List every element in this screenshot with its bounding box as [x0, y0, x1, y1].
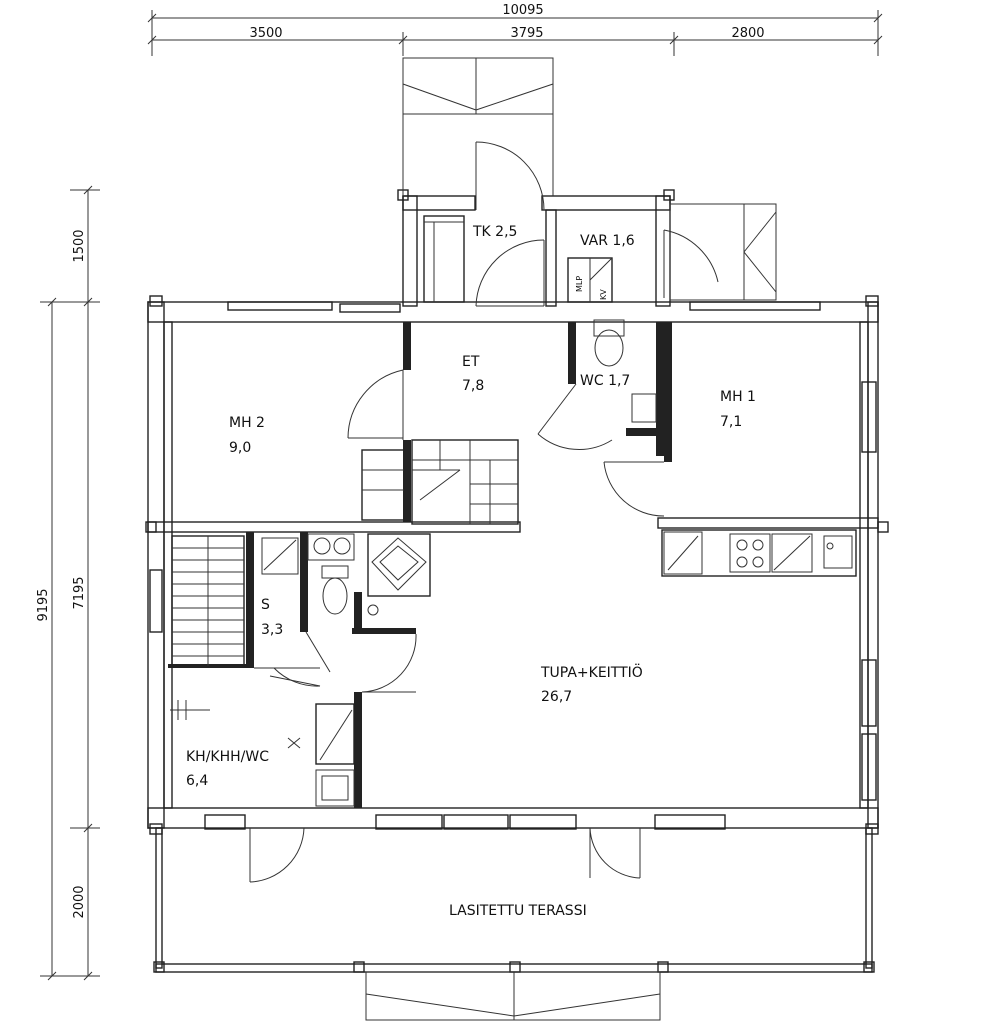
north-canopy — [402, 57, 554, 196]
kh-fixtures — [170, 700, 355, 807]
room-mh1-area: 7,1 — [720, 414, 742, 430]
staircase-lower — [171, 535, 245, 667]
top-wall-windows — [227, 301, 821, 313]
room-et-area: 7,8 — [462, 378, 484, 394]
bottom-wall-windows — [204, 814, 726, 830]
dim-top-total: 10095 — [502, 3, 543, 18]
dim-left-total: 9195 — [36, 588, 51, 621]
dim-left-top: 1500 — [72, 229, 87, 262]
room-wc-label: WC 1,7 — [580, 373, 630, 389]
room-labels: TK 2,5 VAR 1,6 ET 7,8 WC 1,7 MH 2 9,0 MH… — [186, 224, 756, 919]
annex-walls — [397, 189, 675, 307]
doors — [249, 141, 719, 883]
kv-label: KV — [599, 289, 608, 300]
dim-top-seg-1: 3500 — [249, 26, 282, 41]
wc-toilet — [593, 319, 657, 423]
side-wall-windows — [149, 381, 877, 801]
room-var-label: VAR 1,6 — [580, 233, 635, 249]
annex-appliances — [567, 257, 613, 303]
left-dimension-lines — [40, 185, 100, 981]
dim-top-seg-3: 2800 — [731, 26, 764, 41]
room-s-name: S — [261, 597, 270, 613]
dim-left-bottom: 2000 — [72, 885, 87, 918]
terrace-label: LASITETTU TERASSI — [449, 903, 587, 919]
east-canopy — [669, 203, 777, 301]
room-s-area: 3,3 — [261, 622, 283, 638]
room-tupa-area: 26,7 — [541, 689, 572, 705]
room-et-name: ET — [462, 354, 480, 370]
interior-walls — [147, 322, 879, 808]
room-mh2-area: 9,0 — [229, 440, 251, 456]
staircase-main — [361, 439, 519, 525]
top-dimension-lines — [147, 10, 883, 56]
room-tupa-name: TUPA+KEITTIÖ — [540, 663, 643, 681]
mlp-label: MLP — [575, 276, 584, 292]
s-toilet — [261, 533, 379, 616]
kitchen-counter — [661, 529, 857, 577]
dim-top-seg-2: 3795 — [510, 26, 543, 41]
dim-left-mid: 7195 — [72, 576, 87, 609]
sauna-stove — [367, 533, 431, 597]
room-mh2-name: MH 2 — [229, 415, 265, 431]
room-kh-name: KH/KHH/WC — [186, 749, 269, 765]
room-kh-area: 6,4 — [186, 773, 208, 789]
room-tk-label: TK 2,5 — [472, 224, 517, 240]
terrace — [153, 827, 875, 1021]
room-mh1-name: MH 1 — [720, 389, 756, 405]
